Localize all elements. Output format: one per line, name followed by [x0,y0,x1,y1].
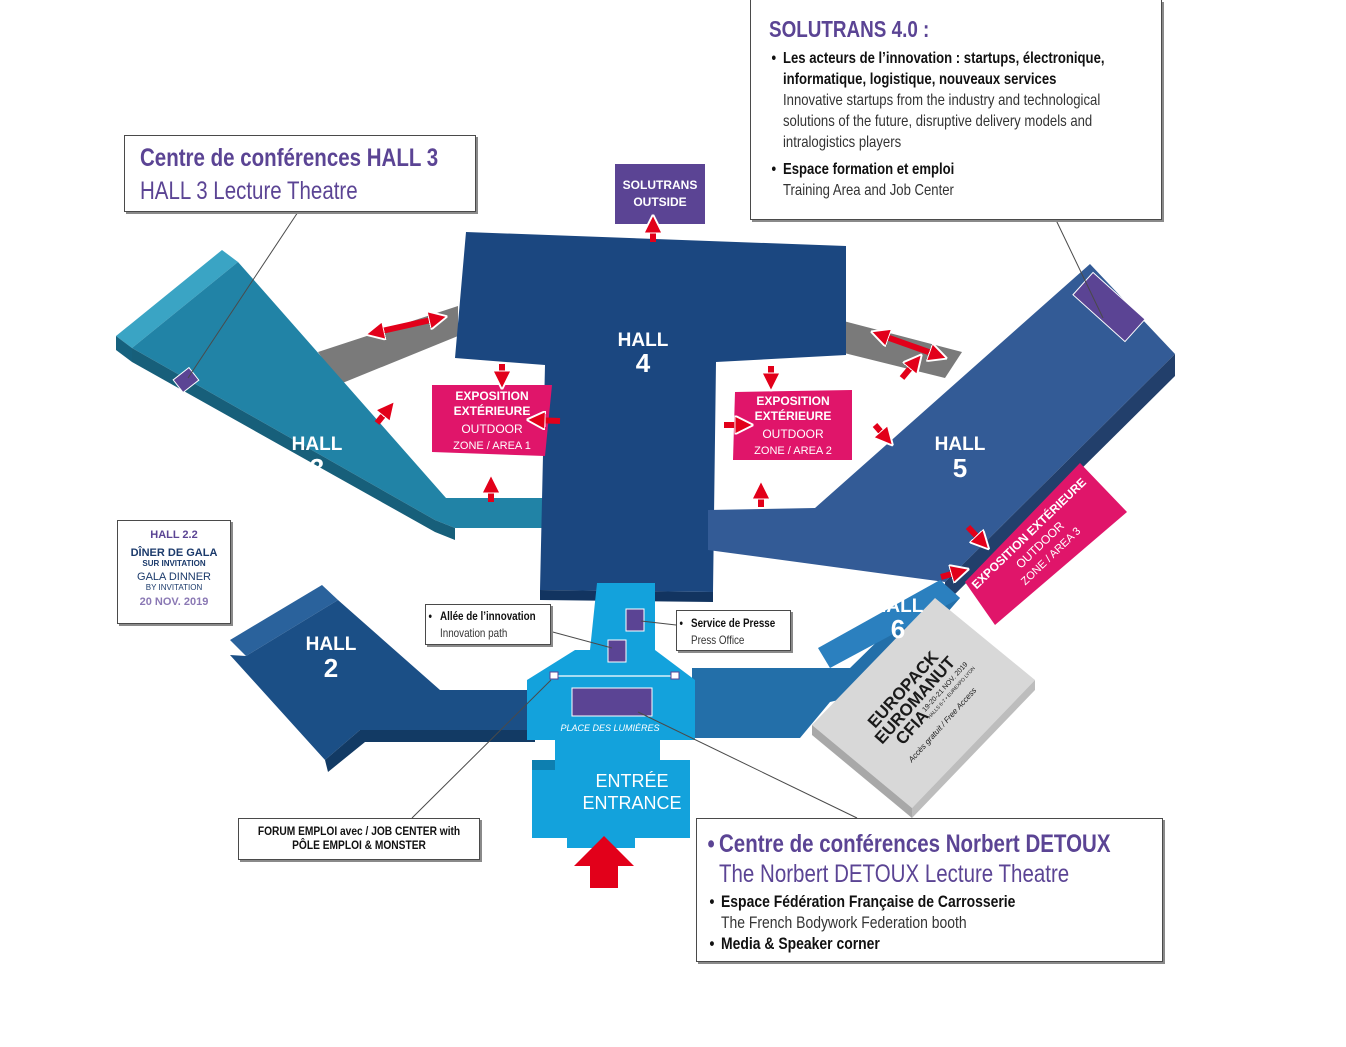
innovation-path-callout: Allée de l’innovation Innovation path [425,604,551,645]
norbert-detoux-marker[interactable] [571,687,653,717]
solutrans40-item2-fr: Espace formation et emploi [772,159,1144,180]
job-center-line2: PÔLE EMPLOI & MONSTER [292,838,426,852]
hall-5[interactable] [708,264,1175,604]
solutrans40-item1-en: Innovative startups from the industry an… [783,92,1101,151]
hall22-date: 20 NOV. 2019 [139,596,209,608]
solutrans-outside-line2: OUTSIDE [633,195,686,209]
hall22-callout: HALL 2.2 DÎNER DE GALA SUR INVITATION GA… [117,520,231,624]
hall3-conference-title-fr: Centre de conférences HALL 3 [140,144,439,172]
hall-4-label: HALL [618,330,669,351]
entrance-fr: ENTRÉE [595,771,668,791]
hall22-dinner-fr: DÎNER DE GALA [130,547,218,559]
press-office-callout: Service de Presse Press Office [676,610,791,651]
hall-6-number: 6 [891,614,905,644]
solutrans40-callout: SOLUTRANS 4.0 : Les acteurs de l’innovat… [750,0,1162,220]
innovation-path-fr: Allée de l’innovation [429,609,536,623]
hall-2-label: HALL [306,634,357,655]
hall-5-number: 5 [953,453,967,483]
outdoor-zone-1[interactable] [432,385,552,456]
zone2-line2: EXTÉRIEURE [755,408,832,423]
hall22-dinner-en: GALA DINNER [137,571,211,583]
corridor-east [832,318,962,378]
zone1-line2: EXTÉRIEURE [454,403,531,418]
zone2-line1: EXPOSITION [756,394,829,408]
job-center-marker-right[interactable] [670,671,680,680]
norbert-title-en: The Norbert DETOUX Lecture Theatre [719,860,1070,888]
entrance-en: ENTRANCE [582,793,681,813]
hall-2[interactable] [230,585,535,772]
hall22-invitation-en: BY INVITATION [145,583,203,592]
outdoor-zone-3[interactable] [965,463,1127,625]
hall3-conference-title-en: HALL 3 Lecture Theatre [140,177,358,205]
norbert-item1-fr: Espace Fédération Française de Carrosser… [710,891,1131,912]
zone1-line1: EXPOSITION [455,389,528,403]
zone2-line4: ZONE / AREA 2 [754,445,832,457]
hall22-invitation-fr: SUR INVITATION [142,559,206,568]
hall-5-label: HALL [935,434,986,455]
solutrans40-item1-fr: Les acteurs de l’innovation : startups, … [772,48,1144,90]
hall-4-number: 4 [636,348,651,378]
zone1-line3: OUTDOOR [461,422,523,436]
press-office-en: Press Office [691,633,745,647]
zone2-line3: OUTDOOR [762,427,824,441]
job-center-callout: FORUM EMPLOI avec / JOB CENTER with PÔLE… [238,818,480,860]
solutrans-outside-zone[interactable] [615,164,705,224]
innovation-path-marker[interactable] [607,639,627,663]
norbert-item1-en: The French Bodywork Federation booth [721,913,967,932]
hall-2-number: 2 [324,653,338,683]
norbert-title-fr: Centre de conférences Norbert DETOUX [708,829,1154,859]
entrance-arrow[interactable] [574,836,634,888]
europack-building[interactable] [812,598,1035,818]
job-center-line1: FORUM EMPLOI avec / JOB CENTER with [257,824,461,838]
norbert-detoux-callout: Centre de conférences Norbert DETOUX The… [696,818,1163,962]
hall3-conference-marker[interactable] [172,366,200,394]
hall-3-number: 3 [310,453,324,483]
innovation-path-en: Innovation path [440,626,508,640]
norbert-item2: Media & Speaker corner [710,933,1131,954]
leader-lines [187,211,1104,819]
job-center-marker-left[interactable] [549,671,559,680]
hall22-title: HALL 2.2 [150,529,198,541]
red-arrows [373,222,984,577]
solutrans40-marker[interactable] [1072,271,1146,343]
hall-6-label: HALL [873,596,924,617]
press-office-fr: Service de Presse [680,616,776,630]
solutrans-outside-line1: SOLUTRANS [623,178,698,192]
press-office-marker[interactable] [625,608,645,632]
place-des-lumieres: PLACE DES LUMIÈRES [560,723,659,733]
hall-3-label: HALL [292,434,343,455]
solutrans40-item2-en: Training Area and Job Center [783,182,954,199]
hall-6[interactable] [692,580,960,738]
outdoor-zone-2[interactable] [733,390,852,460]
solutrans40-title: SOLUTRANS 4.0 : [769,16,930,42]
zone1-line4: ZONE / AREA 1 [453,440,531,452]
hall-3[interactable] [116,250,555,540]
hall3-conference-callout: Centre de conférences HALL 3 HALL 3 Lect… [124,135,476,212]
